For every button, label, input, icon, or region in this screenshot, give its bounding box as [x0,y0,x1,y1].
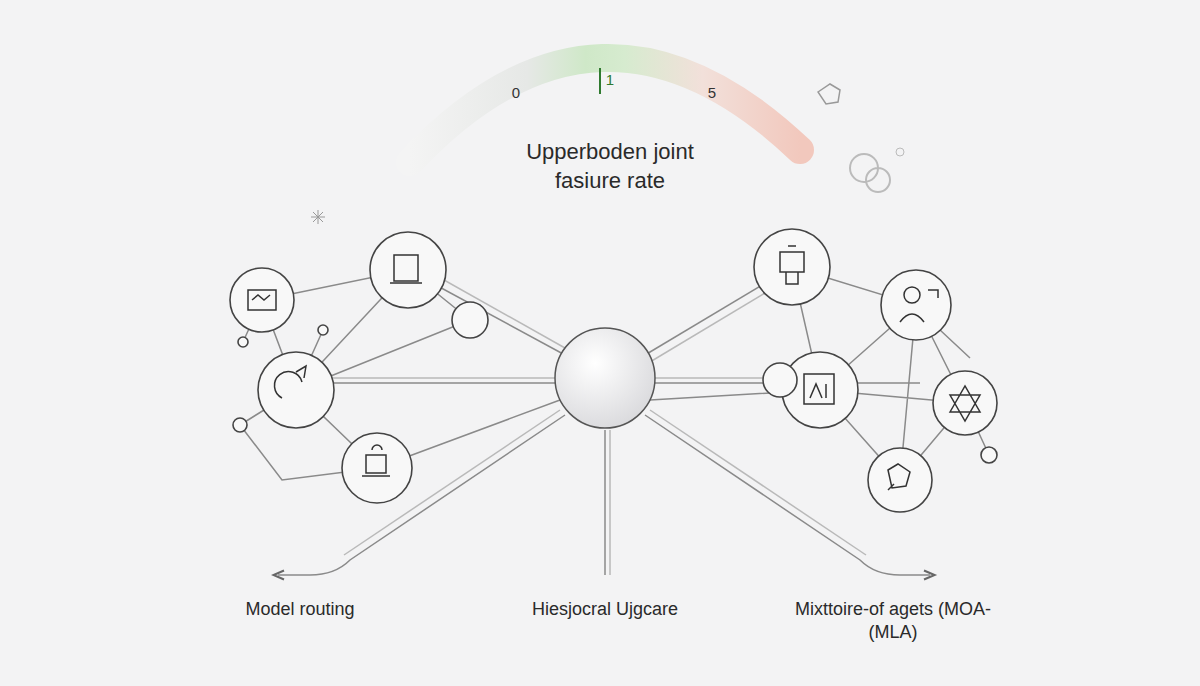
dot [896,148,904,156]
gauge-number: 1 [595,70,625,90]
sparkle [311,210,325,224]
branch-label: Model routing [200,598,400,621]
tag-icon [818,84,840,104]
branch-arrow [278,415,565,575]
gauge-number: 0 [501,83,531,103]
hub-circle [555,328,655,428]
gear-icon [850,154,890,192]
icons [248,246,980,490]
gauge-number: 5 [697,83,727,103]
gauge-tick [599,68,601,94]
cluster-links [650,267,989,480]
icon-circles [230,229,997,512]
branch-label: Mixttoire-of agets (MOA-(MLA) [788,598,998,645]
branch-label: Hiesjocral Ujgcare [495,598,715,621]
gauge-title: Upperboden joint fasiure rate [510,138,710,195]
branch-line [604,430,606,575]
